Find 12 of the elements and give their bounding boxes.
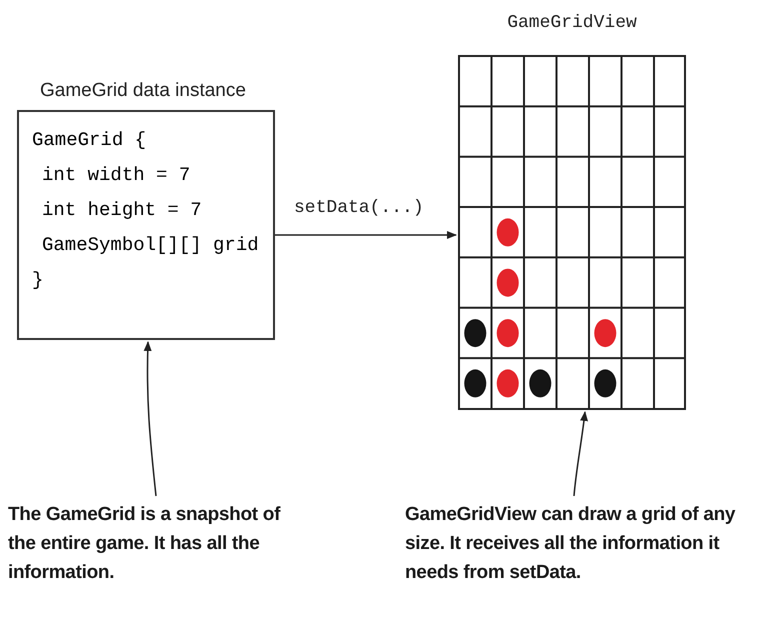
code-line: int width = 7: [42, 163, 190, 188]
arrow: [275, 231, 457, 239]
heading: GameGrid data instance: [40, 79, 246, 103]
code-line: }: [32, 268, 44, 293]
code-line: GameSymbol[][] grid: [42, 233, 259, 258]
heading: GameGridView: [507, 12, 637, 35]
annotation-text: The GameGrid is a snapshot of the entire game. It has all the information.: [8, 503, 282, 585]
annotation-text: GameGridView can draw a grid of any size. It receives all the information it needs from setData.: [405, 503, 736, 585]
arrow: [573, 411, 588, 496]
code-line: int height = 7: [42, 198, 202, 223]
code-line: GameGrid {: [32, 128, 146, 153]
arrow: [144, 341, 157, 496]
